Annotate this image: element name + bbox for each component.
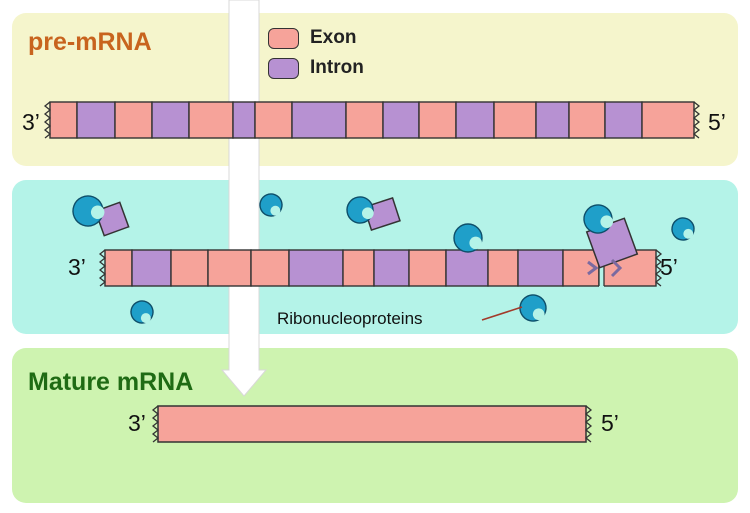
splice-five-prime-label: 5’ (660, 254, 678, 280)
ribonucleoprotein (72, 195, 105, 227)
legend-exon-label: Exon (310, 27, 357, 48)
ribonucleoprotein (519, 294, 547, 322)
intron-segment (517, 249, 564, 287)
pre-five-prime-label: 5’ (708, 109, 726, 135)
ribonucleoprotein (130, 300, 154, 324)
exon-segment (207, 249, 252, 287)
cut-mark (610, 258, 623, 278)
exon-segment (418, 101, 457, 139)
pre-three-prime-label: 3’ (22, 109, 40, 135)
intron-segment (151, 101, 190, 139)
jagged-end-right (692, 101, 701, 139)
exon-swatch (268, 28, 299, 49)
pre-mrna-title: pre-mRNA (28, 28, 152, 56)
jagged-end-left (43, 101, 52, 139)
jagged-end-left (151, 405, 160, 443)
intron-segment (382, 101, 420, 139)
mature-exon-strip (157, 405, 587, 443)
exon-segment (188, 101, 234, 139)
intron-segment (604, 101, 643, 139)
exon-segment (408, 249, 447, 287)
mature-mrna-title: Mature mRNA (28, 368, 194, 396)
exon-segment (170, 249, 209, 287)
jagged-end-right (654, 249, 663, 287)
intron-segment (232, 101, 256, 139)
exon-segment (49, 101, 78, 139)
legend-intron-label: Intron (310, 57, 364, 78)
pre-mrna-panel (12, 13, 738, 166)
mature-three-prime-label: 3’ (128, 410, 146, 436)
intron-segment (445, 249, 489, 287)
exon-segment (342, 249, 375, 287)
exon-segment (114, 101, 153, 139)
intron-segment (535, 101, 570, 139)
intron-segment (131, 249, 172, 287)
ribonucleoprotein (583, 204, 614, 234)
process-arrow (220, 0, 268, 397)
ribonucleoprotein (671, 217, 695, 241)
ribonucleoprotein (346, 196, 374, 224)
jagged-end-right (584, 405, 593, 443)
intron-segment (373, 249, 410, 287)
pre-mrna-strand (43, 101, 701, 139)
exon-segment (250, 249, 290, 287)
intron-segment (291, 101, 347, 139)
mature-five-prime-label: 5’ (601, 410, 619, 436)
intron-swatch (268, 58, 299, 79)
cleavage-gap (599, 248, 604, 288)
intron-segment (288, 249, 344, 287)
ribonucleoproteins-label: Ribonucleoproteins (277, 309, 423, 328)
intron-segment (76, 101, 116, 139)
annotation-pointer (481, 306, 523, 321)
mature-mrna-strand (151, 405, 593, 443)
exon-segment (641, 101, 695, 139)
exon-segment (568, 101, 606, 139)
ribonucleoproteins (72, 193, 695, 324)
exon-segment (345, 101, 384, 139)
cut-mark (587, 260, 599, 276)
exon-segment (493, 101, 537, 139)
exon-segment (487, 249, 519, 287)
exon-segment (104, 249, 133, 287)
jagged-end-left (98, 249, 107, 287)
intron-segment (455, 101, 495, 139)
ribonucleoprotein (453, 223, 483, 253)
exon-segment (254, 101, 293, 139)
splice-three-prime-label: 3’ (68, 254, 86, 280)
splicing-strand (98, 248, 663, 288)
ribonucleoprotein (259, 193, 283, 217)
